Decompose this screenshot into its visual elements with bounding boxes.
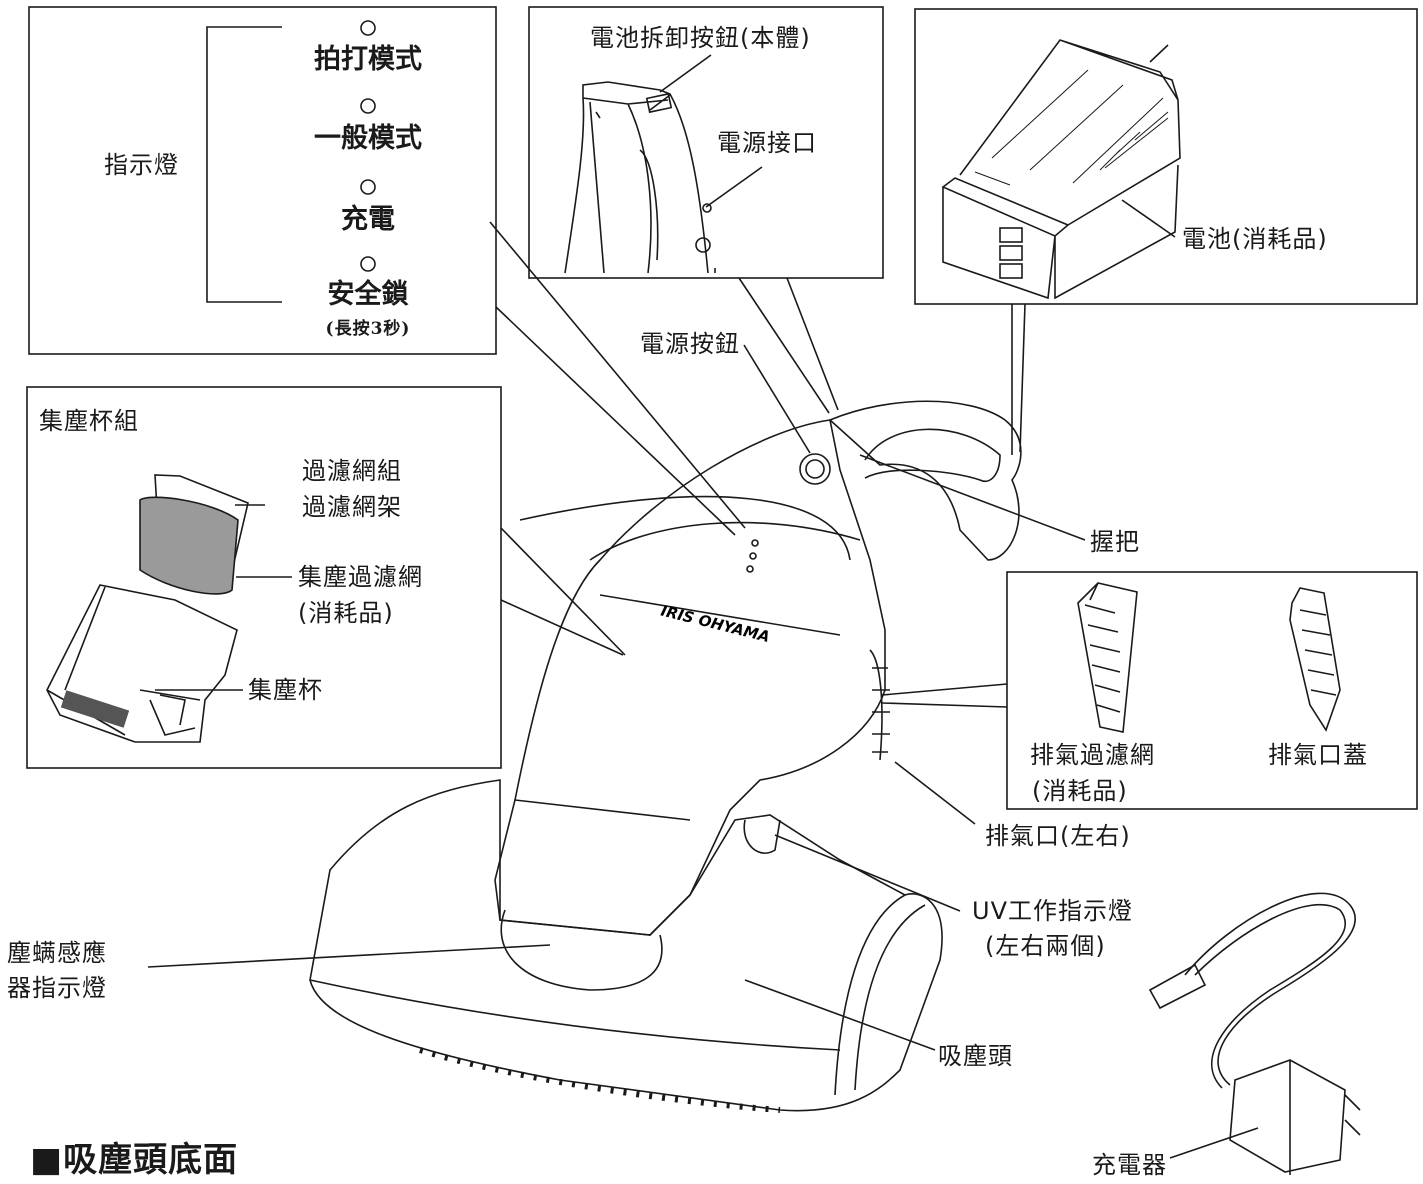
exhaust-cover-illustration <box>1289 587 1341 732</box>
section-title: ■吸塵頭底面 <box>30 1140 239 1180</box>
release-pointer <box>738 277 839 414</box>
indicator-dot-4 <box>360 256 376 272</box>
vacuum-body <box>494 419 886 936</box>
indicator-panel <box>28 6 497 355</box>
charger-cable <box>1184 892 1357 1089</box>
charger-plug <box>1148 963 1207 1010</box>
indicator-mode-tap: 拍打模式 <box>314 44 422 75</box>
exhaust-filter-note: (消耗品) <box>1032 777 1128 805</box>
indicator-dot-3 <box>360 179 376 195</box>
battery-illustration <box>941 39 1181 300</box>
exhaust-filter-label: 排氣過濾網 <box>1030 741 1155 769</box>
battery-panel <box>914 8 1418 305</box>
power-button-label: 電源按鈕 <box>640 330 740 358</box>
dust-filter-note: (消耗品) <box>298 599 394 627</box>
indicator-label: 指示燈 <box>104 151 179 179</box>
indicator-mode-lock: 安全鎖 <box>327 279 409 310</box>
brand-logo: IRIS OHYAMA <box>659 602 772 646</box>
uv-indicator-note: (左右兩個) <box>985 932 1106 960</box>
filter-set-label: 過濾網組 <box>302 457 402 485</box>
indicator-dot-1 <box>360 20 376 36</box>
charger-label: 充電器 <box>1092 1151 1167 1179</box>
indicator-bracket <box>206 26 282 303</box>
handle-label: 握把 <box>1090 528 1140 556</box>
suction-head-label: 吸塵頭 <box>938 1042 1013 1070</box>
vacuum-handle <box>828 400 1022 561</box>
exhaust-port-label: 排氣口(左右) <box>985 822 1131 850</box>
battery-pointer <box>1011 303 1026 455</box>
dust-cup-label: 集塵杯 <box>248 676 323 704</box>
filter-frame-label: 過濾網架 <box>302 493 402 521</box>
exhaust-cover-label: 排氣口蓋 <box>1268 741 1368 769</box>
indicator-pointer <box>489 221 746 536</box>
battery-label: 電池(消耗品) <box>1182 225 1328 253</box>
power-port-label: 電源接口 <box>717 129 817 157</box>
dust-cup-panel <box>26 386 502 769</box>
indicator-dot-2 <box>360 98 376 114</box>
battery-release-panel <box>528 6 884 279</box>
dustcup-pointer <box>500 527 626 656</box>
indicator-mode-normal: 一般模式 <box>314 123 422 154</box>
dust-filter-label: 集塵過濾網 <box>298 563 423 591</box>
exhaust-panel <box>1006 571 1418 810</box>
charger-adapter <box>1229 1059 1361 1175</box>
indicator-mode-charge: 充電 <box>341 204 395 235</box>
power-button-shape <box>799 453 831 485</box>
battery-release-button-label: 電池拆卸按鈕(本體) <box>590 24 811 52</box>
mite-sensor-label-line1: 塵螨感應 <box>7 939 107 967</box>
indicator-lock-note: (長按3秒) <box>325 319 411 339</box>
suction-head <box>309 779 943 1112</box>
filter-block <box>139 496 239 595</box>
mite-sensor-label-line2: 器指示燈 <box>7 974 107 1002</box>
dust-cup-illustration <box>46 584 238 743</box>
exhaust-pointer <box>881 683 1008 708</box>
exhaust-filter-illustration <box>1077 582 1138 733</box>
battery-release-illustration <box>564 81 709 274</box>
uv-indicator-label: UV工作指示燈 <box>972 897 1133 925</box>
dust-cup-title: 集塵杯組 <box>39 407 139 435</box>
